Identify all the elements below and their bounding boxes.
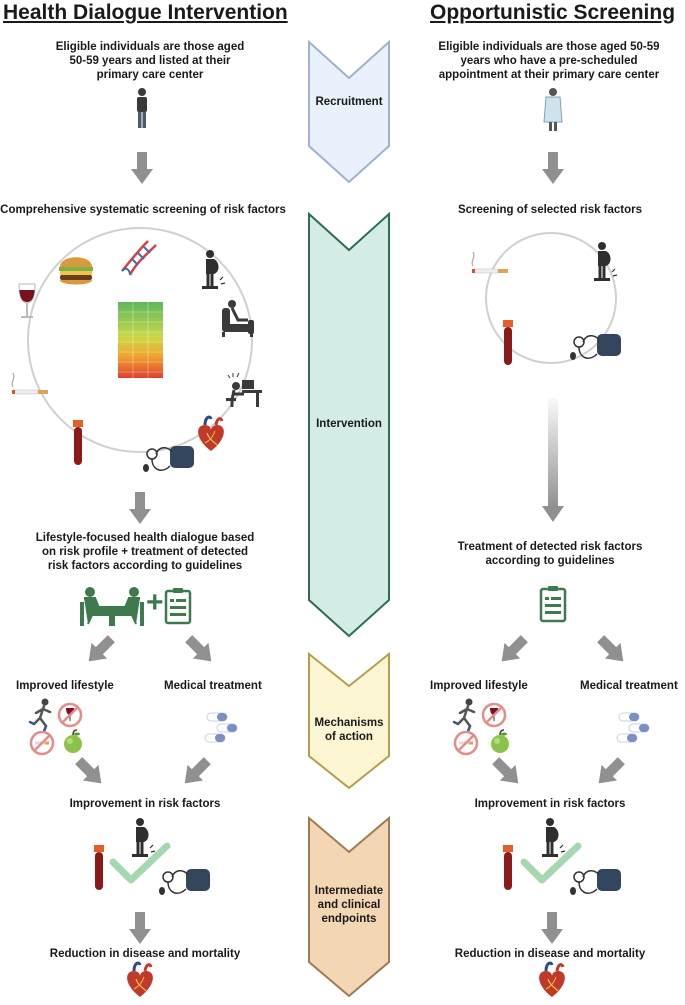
diagonal-arrow-icon [501, 635, 528, 662]
right-eligibility-line-1: Eligible individuals are those aged 50-5… [438, 41, 660, 53]
left-reduction: Reduction in disease and mortality [49, 948, 241, 960]
stage-mechanisms-line-1: Mechanisms [314, 717, 384, 729]
diagonal-arrow-icon [597, 635, 624, 662]
diagonal-arrow-icon [185, 635, 212, 662]
recruitment-chevron [308, 39, 390, 184]
runner-icon [28, 697, 52, 736]
heart-icon [196, 415, 226, 453]
blood-pressure-cuff-icon [569, 333, 622, 361]
right-screening: Screening of selected risk factors [457, 204, 643, 216]
mechanisms-chevron [308, 651, 390, 790]
runner-icon [452, 697, 476, 736]
stage-mechanisms-line-2: of action [325, 731, 373, 743]
no-alcohol-icon [481, 702, 507, 728]
arrow-down-icon [542, 152, 564, 184]
risk-factor-circle [485, 232, 617, 364]
overweight-person-icon [131, 817, 156, 858]
right-improved-lifestyle: Improved lifestyle [430, 680, 528, 692]
no-smoking-icon [29, 730, 55, 756]
overweight-person-icon [201, 249, 226, 290]
clipboard-icon [539, 584, 567, 623]
left-eligibility-line-1: Eligible individuals are those aged [55, 41, 245, 53]
left-eligibility-line-3: primary care center [96, 69, 204, 81]
right-reduction: Reduction in disease and mortality [454, 948, 646, 960]
left-improvement: Improvement in risk factors [69, 798, 221, 810]
plus-sign: + [146, 586, 164, 619]
patient-icon [543, 87, 563, 132]
arrow-down-icon [131, 152, 153, 184]
check-icon [113, 846, 167, 880]
overweight-person-icon [541, 817, 566, 858]
no-alcohol-icon [57, 702, 83, 728]
blood-pressure-cuff-icon [142, 445, 195, 473]
wine-glass-icon [18, 283, 36, 318]
left-improved-lifestyle: Improved lifestyle [16, 680, 114, 692]
blood-pressure-cuff-icon [569, 868, 622, 896]
blood-sample-tube-icon [73, 420, 83, 465]
right-treatment: Treatment of detected risk factors accor… [420, 540, 680, 568]
diagonal-arrow-icon [75, 757, 102, 784]
stage-mechanisms: Mechanisms of action [294, 716, 404, 744]
right-treatment-line-2: according to guidelines [485, 555, 615, 567]
diagonal-arrow-icon [492, 757, 519, 784]
left-dialogue-line-2: on risk profile + treatment of detected [41, 546, 249, 558]
diagonal-arrow-icon [184, 757, 211, 784]
left-title: Health Dialogue Intervention [3, 1, 288, 24]
burger-icon [59, 257, 93, 285]
left-eligibility-line-2: 50-59 years and listed at their [69, 55, 231, 67]
person-icon [137, 88, 147, 128]
long-arrow-down-icon [542, 398, 564, 522]
stage-endpoints: Intermediate and clinical endpoints [294, 884, 404, 926]
blood-sample-tube-icon [503, 320, 513, 365]
stage-endpoints-line-3: endpoints [321, 913, 377, 925]
left-dialogue-line-1: Lifestyle-focused health dialogue based [35, 532, 255, 544]
apple-icon [63, 729, 83, 754]
clipboard-icon [164, 586, 192, 625]
stage-endpoints-line-2: and clinical [317, 899, 381, 911]
health-dialogue-icon [80, 587, 144, 626]
left-screening: Comprehensive systematic screening of ri… [0, 204, 286, 216]
right-medical-treatment: Medical treatment [580, 680, 678, 692]
diagonal-arrow-icon [88, 635, 115, 662]
right-eligibility-line-3: appointment at their primary care center [438, 69, 660, 81]
arrow-down-icon [129, 912, 151, 944]
overweight-person-icon [593, 241, 618, 282]
right-treatment-line-1: Treatment of detected risk factors [457, 541, 643, 553]
endpoints-chevron [308, 815, 390, 998]
right-eligibility: Eligible individuals are those aged 50-5… [414, 40, 684, 82]
arrow-down-icon [129, 492, 151, 524]
cigarette-icon [11, 372, 49, 395]
left-medical-treatment: Medical treatment [164, 680, 262, 692]
stressed-worker-icon [226, 372, 262, 407]
blood-pressure-cuff-icon [158, 868, 211, 896]
left-eligibility: Eligible individuals are those aged 50-5… [20, 40, 280, 82]
pills-icon [616, 712, 650, 743]
stage-endpoints-line-1: Intermediate [314, 885, 384, 897]
arrow-down-icon [541, 912, 563, 944]
dna-icon [121, 240, 157, 276]
left-dialogue-line-3: risk factors according to guidelines [47, 560, 243, 572]
right-eligibility-line-2: years who have a pre-scheduled [460, 55, 638, 67]
heart-icon [125, 961, 155, 999]
pills-icon [204, 712, 238, 743]
apple-icon [490, 729, 510, 754]
left-dialogue: Lifestyle-focused health dialogue based … [10, 531, 280, 573]
risk-factor-circle [27, 227, 253, 453]
blood-sample-tube-icon [503, 845, 513, 890]
risk-score-chart-icon [118, 302, 163, 378]
stage-recruitment: Recruitment [315, 96, 383, 108]
stage-intervention: Intervention [316, 418, 382, 430]
diagonal-arrow-icon [598, 757, 625, 784]
right-improvement: Improvement in risk factors [474, 798, 626, 810]
intervention-chevron [308, 211, 390, 638]
sedentary-armchair-icon [222, 300, 254, 337]
no-smoking-icon [453, 730, 479, 756]
blood-sample-tube-icon [94, 845, 104, 890]
right-title: Opportunistic Screening [430, 1, 676, 24]
heart-icon [537, 961, 567, 999]
